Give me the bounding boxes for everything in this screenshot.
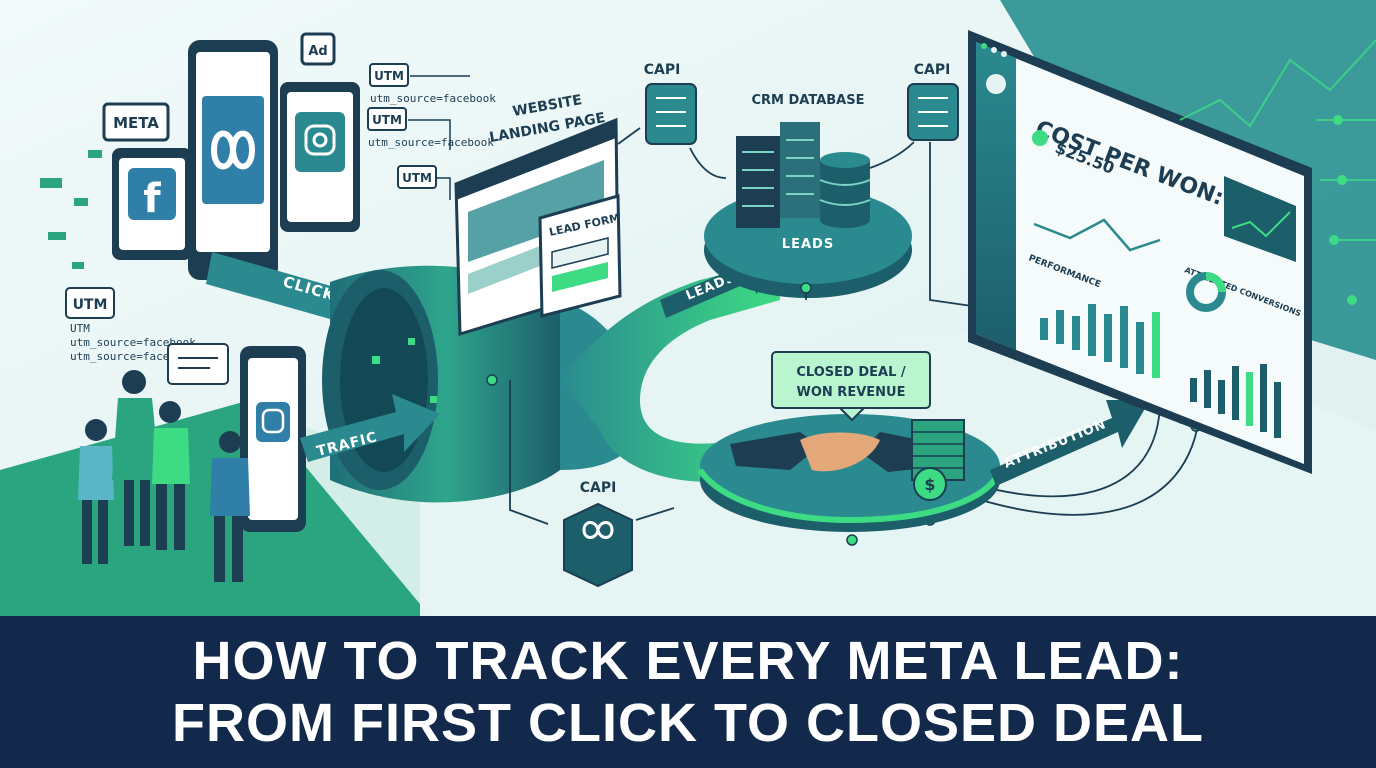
capi-top-label: CAPI [644, 62, 681, 78]
handshake-icon [730, 432, 950, 472]
utm-tag-2: UTM utm_source=facebook [367, 107, 494, 149]
ad-tag: Ad [300, 32, 336, 66]
decorative-dashes [40, 150, 102, 269]
utm-param-left-2: utm_source=facebook [70, 336, 196, 349]
lead-form: LEAD FORM [538, 194, 622, 318]
person-3 [152, 401, 190, 550]
mini-chart-top-right [1224, 176, 1296, 262]
person-4 [210, 431, 250, 582]
performance-bars [1040, 304, 1160, 378]
utm-tag-3: UTM [397, 165, 437, 189]
dashboard-sidebar [976, 42, 1016, 350]
capi-right-label: CAPI [914, 62, 951, 78]
svg-text:UTM: UTM [372, 113, 402, 127]
banner-title-line2: FROM FIRST CLICK TO CLOSED DEAL [172, 693, 1204, 753]
background-graph-lines [1179, 39, 1376, 241]
facebook-phone: f [112, 148, 192, 260]
user-group [78, 343, 306, 582]
money-bag-icon [913, 467, 947, 501]
capi-bottom: CAPI [563, 480, 633, 588]
dollar-badge-icon [1032, 130, 1048, 146]
server-icon-2 [780, 122, 820, 218]
utm-param-1: utm_source=facebook [370, 92, 496, 105]
leads-platform-label: LEADS [782, 237, 834, 252]
meta-tag: META [102, 102, 170, 142]
dashboard-window-controls [981, 43, 1007, 57]
lead-pipeline [560, 260, 780, 482]
svg-text:$: $ [924, 475, 935, 494]
closed-deal-callout: CLOSED DEAL / WON REVENUE [771, 351, 931, 422]
facebook-icon [128, 168, 176, 220]
utm-param-left-1: UTM [70, 322, 90, 335]
trend-line [1033, 218, 1161, 252]
utm-param-left-3: utm_source=facebook [70, 350, 196, 363]
crm-database: CRM DATABASE LEADS [704, 93, 912, 298]
instagram-icon [295, 112, 345, 172]
instagram-phone [280, 82, 360, 232]
closed-deal-label-line2: WON REVENUE [797, 385, 906, 400]
analytics-dashboard: COST PER WON: $X $25.50 PERFORMANCE ATTR… [968, 30, 1312, 474]
ad-tag-label: Ad [308, 44, 327, 59]
svg-text:UTM: UTM [73, 297, 108, 313]
title-banner: HOW TO TRACK EVERY META LEAD: FROM FIRST… [0, 616, 1376, 768]
meta-tag-label: META [113, 114, 159, 132]
server-icon-1 [736, 136, 780, 228]
person-2 [112, 370, 160, 546]
background-nodes [1329, 115, 1357, 305]
svg-text:UTM: UTM [402, 171, 432, 185]
banner-title-line1: HOW TO TRACK EVERY META LEAD: [192, 631, 1184, 691]
closed-deal-label-line1: CLOSED DEAL / [796, 365, 906, 380]
user-phone-instagram-icon [256, 402, 290, 442]
tracking-flow-illustration: f META Ad UTM utm_source=facebook UTM ut… [0, 0, 1376, 616]
person-1 [78, 419, 114, 564]
capi-right: CAPI [907, 62, 959, 141]
capi-top: CAPI [644, 62, 697, 145]
capi-bottom-label: CAPI [580, 480, 617, 496]
capi-meta-icon [582, 521, 614, 539]
money-stack-icon: $ [911, 419, 965, 501]
chat-bubble-icon [167, 343, 229, 385]
meta-infinity-icon [210, 130, 256, 170]
crm-database-label: CRM DATABASE [752, 93, 865, 108]
utm-tag-left: UTM UTM utm_source=facebook utm_source=f… [65, 287, 196, 363]
utm-connector-lines [408, 75, 470, 200]
meta-phone [188, 40, 278, 280]
utm-tag-1: UTM utm_source=facebook [369, 63, 496, 105]
utm-param-2: utm_source=facebook [368, 136, 494, 149]
svg-text:f: f [143, 176, 161, 222]
database-cylinder-icon [819, 152, 871, 228]
svg-text:UTM: UTM [374, 69, 404, 83]
avatar [986, 74, 1006, 94]
conversion-bars [1190, 364, 1281, 438]
closed-deal-platform: CLOSED DEAL / WON REVENUE $ [697, 351, 1003, 532]
